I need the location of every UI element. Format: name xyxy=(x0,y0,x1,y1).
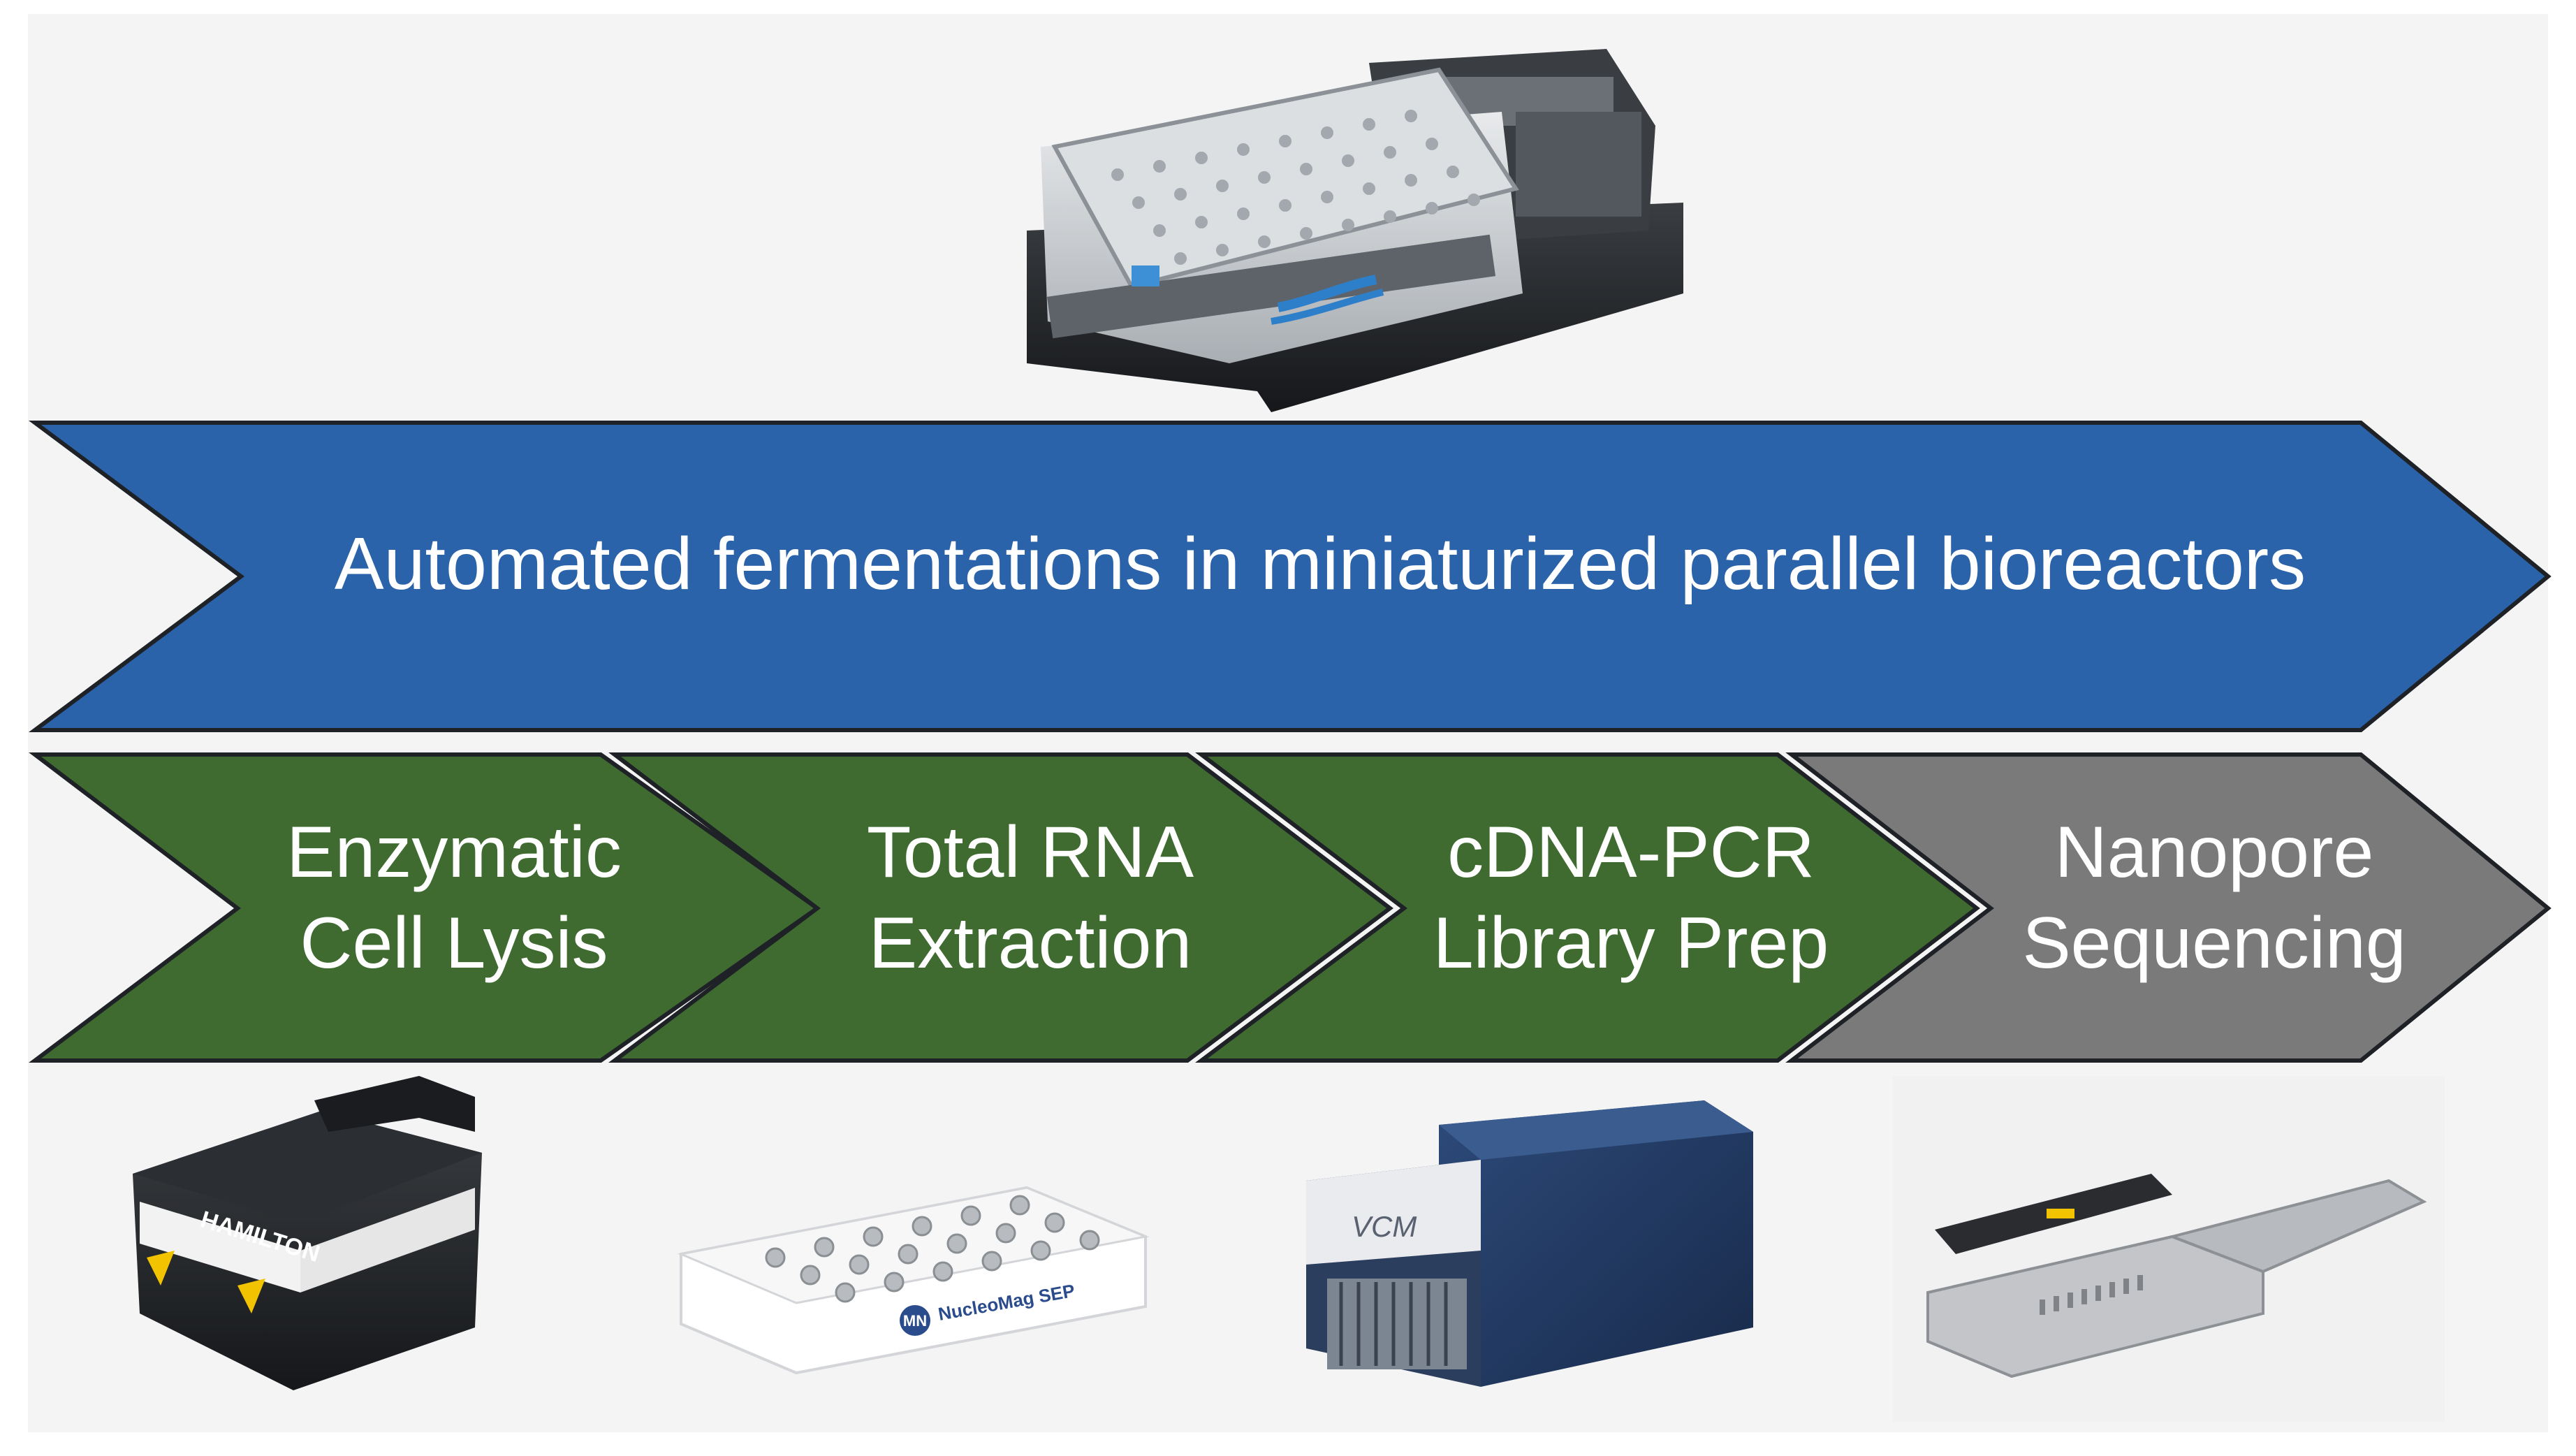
nanopore-sequencer-device-image xyxy=(1893,1076,2445,1422)
step-label-line2: Sequencing xyxy=(2022,903,2406,984)
step-label-line2: Library Prep xyxy=(1433,903,1829,984)
thermocycler-brand-text: VCM xyxy=(1352,1210,1417,1243)
magnetic-separator-brand-text: MN xyxy=(903,1312,927,1330)
thermocycler-device-image: VCM xyxy=(1306,1100,1753,1387)
fermentation-banner-arrow xyxy=(28,421,2552,732)
step-label-line1: cDNA-PCR xyxy=(1447,812,1815,893)
magnetic-separator-device-image: MN NucleoMag SEP xyxy=(677,1186,1150,1375)
step-label-line2: Extraction xyxy=(869,903,1192,984)
fermentation-banner-text: Automated fermentations in miniaturized … xyxy=(335,523,2306,605)
step-label-line1: Enzymatic xyxy=(286,812,622,893)
step-label-line1: Nanopore xyxy=(2055,812,2374,893)
step-label-line2: Cell Lysis xyxy=(300,903,608,984)
step-chevron-rna-extraction xyxy=(608,752,1393,1063)
step-label-line1: Total RNA xyxy=(867,812,1194,893)
bioreactor-device-image xyxy=(1027,49,1683,412)
step-chevron-cell-lysis xyxy=(29,752,821,1063)
step-chevron-library-prep xyxy=(1195,752,1980,1063)
step-chevron-nanopore-sequencing xyxy=(1785,752,2552,1063)
heater-shaker-device-image: HAMILTON xyxy=(133,1076,482,1390)
